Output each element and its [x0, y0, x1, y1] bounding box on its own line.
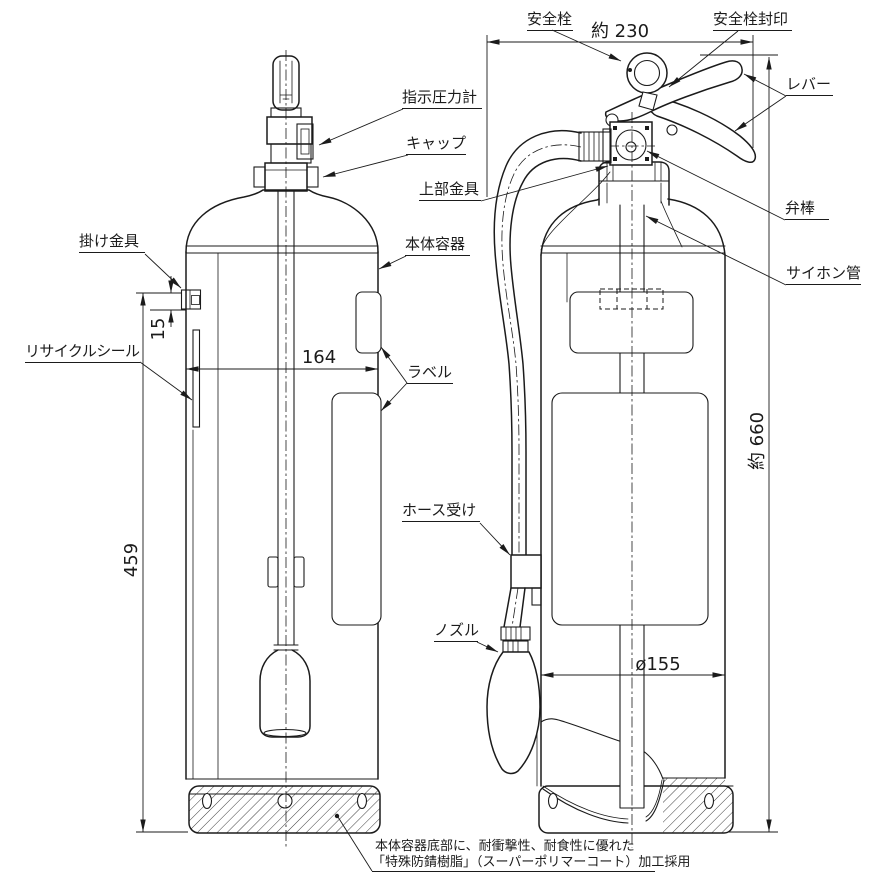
label-valve-stem: 弁棒: [785, 200, 829, 220]
label-body-container: 本体容器: [405, 236, 470, 256]
coating-note: 本体容器底部に、耐衝撃性、耐食性に優れた 「特殊防錆樹脂」（スーパーポリマーコー…: [372, 839, 690, 872]
label-hanging-bracket: 掛け金具: [79, 233, 145, 253]
label-nozzle: ノズル: [434, 622, 479, 642]
label-hose-holder: ホース受け: [402, 502, 480, 522]
label-siphon-tube: サイホン管: [786, 265, 861, 285]
label-sticker: ラベル: [407, 364, 453, 384]
label-recycle-seal: リサイクルシール: [25, 343, 140, 363]
dim-overall-height: 約 660: [747, 411, 768, 471]
front-view: [536, 52, 757, 848]
dim-diameter: ø155: [635, 654, 681, 675]
label-safety-pin-seal: 安全栓封印: [713, 11, 792, 31]
leader-lines: [139, 29, 787, 872]
dimension-lines: [136, 35, 778, 833]
dim-bracket-to-bottom: 459: [121, 542, 142, 578]
coating-note-line2: 「特殊防錆樹脂」（スーパーポリマーコート）加工採用: [372, 855, 690, 872]
label-cap: キャップ: [406, 135, 466, 155]
label-upper-fitting: 上部金具: [419, 181, 481, 201]
hose-assembly: [486, 129, 582, 775]
label-lever: レバー: [786, 76, 833, 96]
dim-overall-width: 約 230: [590, 21, 650, 42]
side-view: [180, 50, 382, 848]
label-pressure-gauge: 指示圧力計: [402, 89, 482, 109]
label-safety-pin: 安全栓: [527, 11, 573, 31]
dim-side-width: 164: [301, 347, 337, 368]
dim-bracket-offset: 15: [148, 317, 169, 341]
coating-note-line1: 本体容器底部に、耐衝撃性、耐食性に優れた: [375, 839, 635, 854]
